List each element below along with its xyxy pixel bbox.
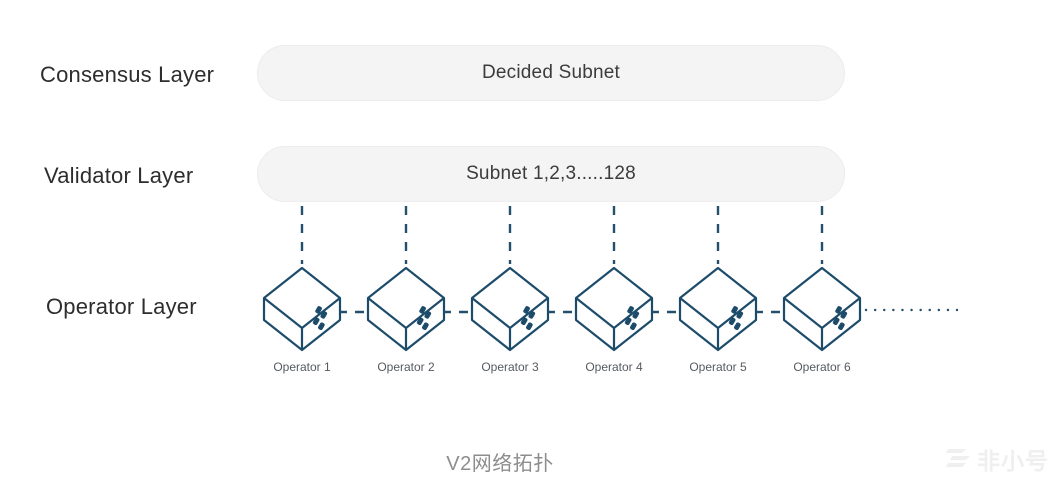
ssv-logo-icon [312, 306, 328, 330]
watermark-text: 非小号 [977, 448, 1049, 474]
cube-icon [782, 266, 862, 352]
operator-node-6: Operator 6 [782, 266, 862, 374]
watermark: 非小号 [946, 442, 1049, 476]
consensus-layer-label: Consensus Layer [40, 62, 215, 87]
operator-layer-label: Operator Layer [46, 294, 197, 319]
diagram-caption: V2网络拓扑 [446, 453, 554, 475]
ssv-logo-icon [416, 306, 432, 330]
cube-icon [678, 266, 758, 352]
operator-node-1: Operator 1 [262, 266, 342, 374]
operator-label: Operator 1 [273, 360, 331, 374]
operator-label: Operator 4 [585, 360, 643, 374]
ssv-logo-icon [832, 306, 848, 330]
decided-subnet-pill-text: Decided Subnet [481, 62, 620, 83]
ssv-logo-icon [624, 306, 640, 330]
subnet-range-pill: Subnet 1,2,3.....128 [257, 146, 845, 202]
operator-label: Operator 6 [793, 360, 851, 374]
operator-node-5: Operator 5 [678, 266, 758, 374]
operator-node-3: Operator 3 [470, 266, 550, 374]
validator-layer-label: Validator Layer [44, 163, 194, 188]
subnet-range-pill-text: Subnet 1,2,3.....128 [466, 163, 636, 184]
decided-subnet-pill: Decided Subnet [257, 45, 845, 101]
operator-node-4: Operator 4 [574, 266, 654, 374]
cube-icon [470, 266, 550, 352]
watermark-logo-icon [946, 449, 970, 467]
operator-label: Operator 3 [481, 360, 539, 374]
operator-node-2: Operator 2 [366, 266, 446, 374]
operator-label: Operator 2 [377, 360, 435, 374]
ssv-logo-icon [728, 306, 744, 330]
ssv-logo-icon [520, 306, 536, 330]
cube-icon [262, 266, 342, 352]
cube-icon [366, 266, 446, 352]
cube-icon [574, 266, 654, 352]
operator-label: Operator 5 [689, 360, 747, 374]
